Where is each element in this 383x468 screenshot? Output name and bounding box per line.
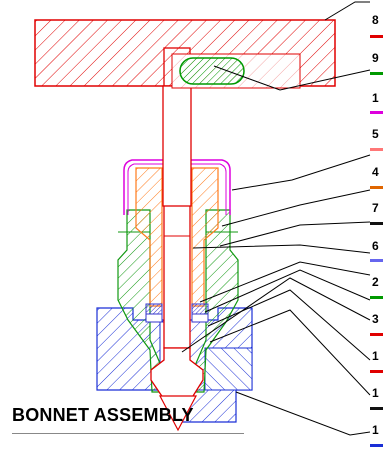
callout-5: 5 — [370, 127, 383, 151]
callout-1a: 1 — [370, 91, 383, 114]
callout-color-tick — [370, 222, 383, 225]
callout-color-tick — [370, 111, 383, 114]
callout-label: 1 — [372, 91, 379, 105]
callout-label: 2 — [372, 275, 379, 289]
callout-color-tick — [370, 296, 383, 299]
stem-sleeve — [135, 167, 219, 307]
callout-color-tick — [370, 72, 383, 75]
callout-label: 7 — [372, 201, 379, 215]
callout-1c: 1 — [370, 386, 383, 410]
callout-color-tick — [370, 444, 383, 447]
callout-8: 8 — [370, 13, 383, 38]
page-title: BONNET ASSEMBLY — [12, 405, 194, 425]
callout-color-tick — [370, 370, 383, 373]
callout-1d: 1 — [370, 423, 383, 447]
leader-lines — [181, 1, 371, 436]
callout-label: 9 — [372, 51, 379, 65]
callout-7: 7 — [370, 201, 383, 225]
callout-label: 3 — [372, 312, 379, 326]
callout-color-tick — [370, 35, 383, 38]
callout-color-tick — [370, 148, 383, 151]
callout-1b: 1 — [370, 349, 383, 373]
callout-list: 8 9 1 5 4 7 6 2 3 1 1 1 — [370, 13, 383, 447]
callout-4: 4 — [370, 165, 383, 189]
callout-color-tick — [370, 333, 383, 336]
callout-color-tick — [370, 259, 383, 262]
callout-label: 6 — [372, 239, 379, 253]
callout-3: 3 — [370, 312, 383, 336]
handle — [34, 19, 336, 207]
callout-label: 1 — [372, 423, 379, 437]
pin — [179, 57, 245, 85]
callout-label: 5 — [372, 127, 379, 141]
callout-2: 2 — [370, 275, 383, 299]
callout-color-tick — [370, 407, 383, 410]
callout-label: 8 — [372, 13, 379, 27]
callout-9: 9 — [370, 51, 383, 75]
packing-rings — [145, 303, 209, 323]
title-underline — [12, 433, 244, 434]
callout-color-tick — [370, 186, 383, 189]
callout-6: 6 — [370, 239, 383, 262]
callout-label: 4 — [372, 165, 379, 179]
callout-label: 1 — [372, 349, 379, 363]
callout-label: 1 — [372, 386, 379, 400]
